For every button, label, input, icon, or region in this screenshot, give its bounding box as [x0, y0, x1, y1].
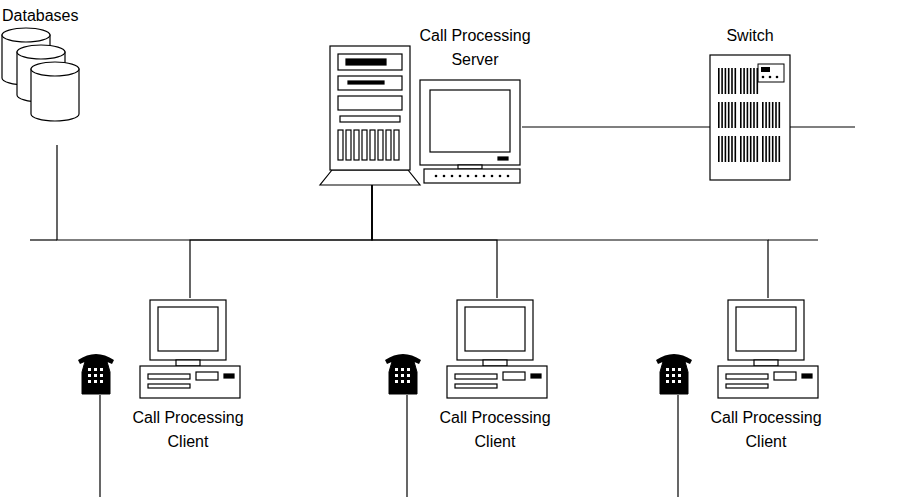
- trunk-line: [790, 126, 855, 127]
- client-node: Call Processing Client: [656, 298, 826, 458]
- device-label: Switch: [710, 24, 790, 48]
- phone-line: [406, 395, 407, 497]
- device-label: Call Processing Client: [430, 406, 560, 454]
- db-node: Databases: [0, 0, 85, 145]
- phone-line: [677, 395, 678, 497]
- network-link: [372, 185, 497, 298]
- phone-line: [99, 395, 100, 497]
- network-link: [190, 185, 372, 298]
- client-icon: [656, 298, 826, 458]
- switch-icon: [710, 22, 790, 180]
- client-node: Call Processing Client: [78, 298, 248, 458]
- network-link: [522, 126, 710, 127]
- device-label: Databases: [2, 4, 82, 28]
- server-node: Call Processing Server: [318, 20, 522, 185]
- network-link: [372, 185, 768, 298]
- device-label: Call Processing Server: [410, 24, 540, 72]
- client-icon: [385, 298, 555, 458]
- device-label: Call Processing Client: [701, 406, 831, 454]
- client-icon: [78, 298, 248, 458]
- server-icon: [318, 20, 522, 185]
- client-node: Call Processing Client: [385, 298, 555, 458]
- bus-stub: [768, 239, 818, 240]
- switch-node: Switch: [710, 22, 790, 180]
- device-label: Call Processing Client: [123, 406, 253, 454]
- network-link: [57, 145, 372, 240]
- bus-stub: [30, 239, 57, 240]
